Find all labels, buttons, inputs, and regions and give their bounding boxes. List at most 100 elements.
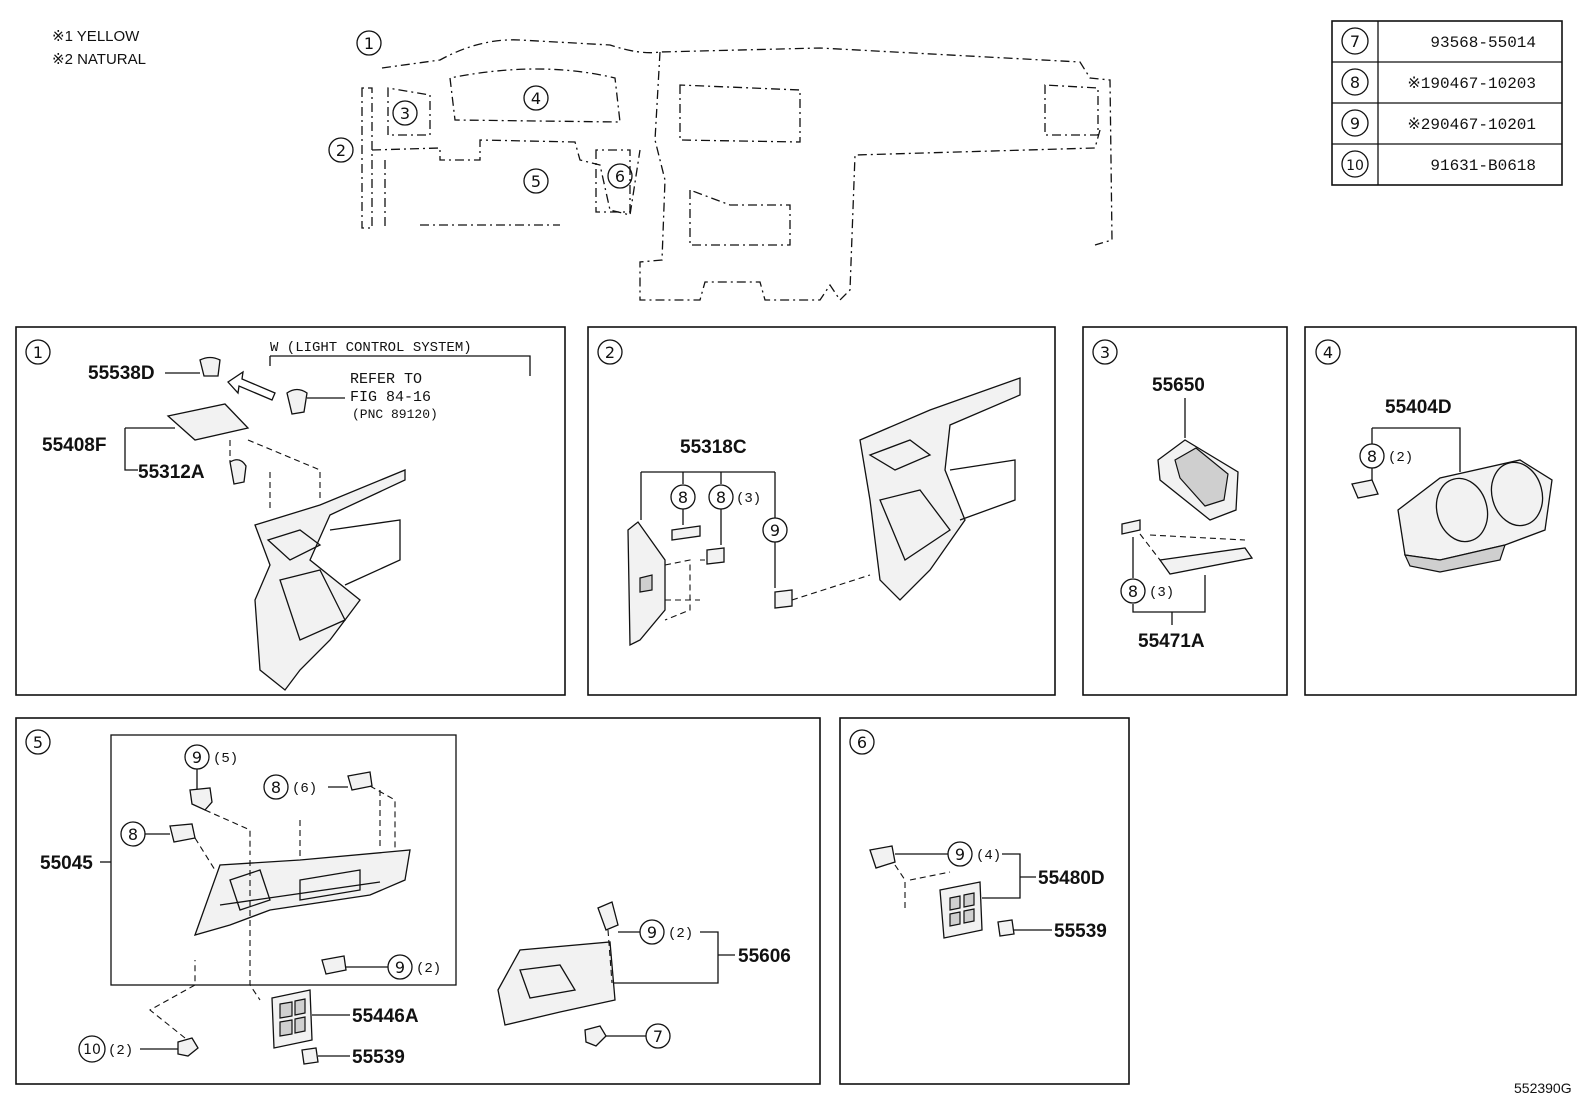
clip-icon [199, 356, 221, 377]
legend-circle: 9 [1350, 114, 1360, 133]
legend-table: 7 93568-55014 8 ※190467-10203 9 ※290467-… [1331, 20, 1563, 186]
callout: 8 [263, 774, 289, 800]
qty-label: (5) [213, 751, 238, 767]
arrow-icon [227, 370, 276, 401]
overview-callout: 6 [607, 163, 633, 189]
part-label: 55446A [352, 1006, 419, 1027]
part-label: 55045 [40, 853, 93, 874]
part-label: 55408F [42, 435, 106, 456]
qty-label: (2) [668, 926, 693, 942]
panel-3: 3 55650 8 (3) 55471A [1082, 326, 1288, 696]
meter-hood [1397, 459, 1553, 561]
svg-text:8: 8 [678, 488, 688, 507]
panel-number: 4 [1323, 343, 1333, 362]
svg-text:9: 9 [955, 845, 965, 864]
svg-text:8: 8 [271, 778, 281, 797]
legend-row: 9 ※290467-10201 [1341, 109, 1536, 137]
svg-text:2: 2 [336, 141, 346, 160]
svg-text:10: 10 [83, 1042, 101, 1058]
svg-text:8: 8 [716, 488, 726, 507]
switch-panel [939, 881, 983, 939]
callout: 9 [639, 919, 665, 945]
trim-strip [1158, 547, 1254, 575]
panel-1: 1 W (LIGHT CONTROL SYSTEM) REFER TO FIG … [15, 326, 566, 696]
clip-icon [301, 1047, 319, 1065]
panel-number: 1 [33, 343, 43, 362]
clip-icon [597, 901, 619, 931]
clip-icon [774, 589, 793, 609]
callout: 9 [947, 841, 973, 867]
clip-icon [671, 525, 701, 541]
qty-label: (3) [1149, 585, 1174, 601]
part-label: 55539 [352, 1047, 405, 1068]
legend-row: 7 93568-55014 [1341, 27, 1536, 55]
refer-line: FIG 84-16 [350, 389, 431, 406]
callout: 7 [645, 1023, 671, 1049]
qty-label: (6) [292, 781, 317, 797]
clip-icon [997, 919, 1015, 937]
panel-4: 4 55404D 8 (2) [1304, 326, 1577, 696]
bolt-icon [584, 1025, 607, 1047]
svg-text:8: 8 [1128, 582, 1138, 601]
panel-2: 2 55318C 8 8 (3) 9 [587, 326, 1056, 696]
panel-number: 5 [33, 733, 43, 752]
qty-label: (2) [416, 961, 441, 977]
qty-label: (4) [976, 848, 1001, 864]
legend-part: ※290467-10201 [1407, 116, 1536, 134]
overview-callout: 4 [523, 85, 549, 111]
part-label: 55539 [1054, 921, 1107, 942]
panel-5: 5 55045 9 (5) 8 (6) 8 9 [15, 717, 821, 1085]
part-label: 55650 [1152, 375, 1205, 396]
svg-text:9: 9 [647, 923, 657, 942]
qty-label: (2) [1388, 450, 1413, 466]
part-label: 55606 [738, 946, 791, 967]
legend-row: 8 ※190467-10203 [1341, 68, 1536, 96]
clip-icon [869, 845, 896, 869]
callout: 9 [387, 954, 413, 980]
panel-6: 6 9 (4) 55480D 55539 [839, 717, 1130, 1085]
legend-circle: 7 [1350, 32, 1360, 51]
callout: 8 [670, 484, 696, 510]
svg-text:6: 6 [615, 167, 625, 186]
clip-icon [1351, 479, 1379, 499]
svg-text:9: 9 [770, 521, 780, 540]
legend-part: 93568-55014 [1430, 34, 1536, 52]
part-label: 55404D [1385, 397, 1452, 418]
clip-icon [321, 955, 347, 975]
svg-text:8: 8 [128, 825, 138, 844]
panel-number: 3 [1100, 343, 1110, 362]
panel-number: 2 [605, 343, 615, 362]
callout: 8 [708, 484, 734, 510]
dashboard-side-part [859, 377, 1021, 601]
dashboard-side-part [254, 469, 406, 691]
qty-label: (3) [736, 491, 761, 507]
svg-text:3: 3 [400, 104, 410, 123]
clip-icon [189, 787, 213, 811]
cover-plate [166, 403, 250, 441]
legend-part: 91631-B0618 [1430, 157, 1536, 175]
w-note: W (LIGHT CONTROL SYSTEM) [270, 340, 472, 356]
lower-cover [497, 941, 616, 1026]
overview-callout: 2 [328, 137, 354, 163]
legend-row: 10 91631-B0618 [1341, 150, 1536, 178]
overview-callout: 1 [356, 30, 382, 56]
part-label: 55538D [88, 363, 155, 384]
callout: 8 [1120, 578, 1146, 604]
switch-panel [271, 989, 313, 1049]
svg-text:1: 1 [364, 34, 374, 53]
svg-text:4: 4 [531, 89, 541, 108]
callout: 10 [78, 1035, 106, 1063]
note-yellow: ※1 YELLOW [52, 28, 140, 45]
refer-line: (PNC 89120) [352, 407, 438, 422]
part-label: 55480D [1038, 868, 1105, 889]
overview-callout: 3 [392, 100, 418, 126]
part-label: 55318C [680, 437, 747, 458]
svg-text:8: 8 [1367, 447, 1377, 466]
callout: 9 [184, 744, 210, 770]
svg-text:7: 7 [653, 1027, 663, 1046]
part-label: 55312A [138, 462, 205, 483]
note-natural: ※2 NATURAL [52, 51, 146, 68]
clip-icon [347, 771, 373, 791]
legend-part: ※190467-10203 [1407, 75, 1536, 93]
clip-icon [169, 823, 196, 843]
